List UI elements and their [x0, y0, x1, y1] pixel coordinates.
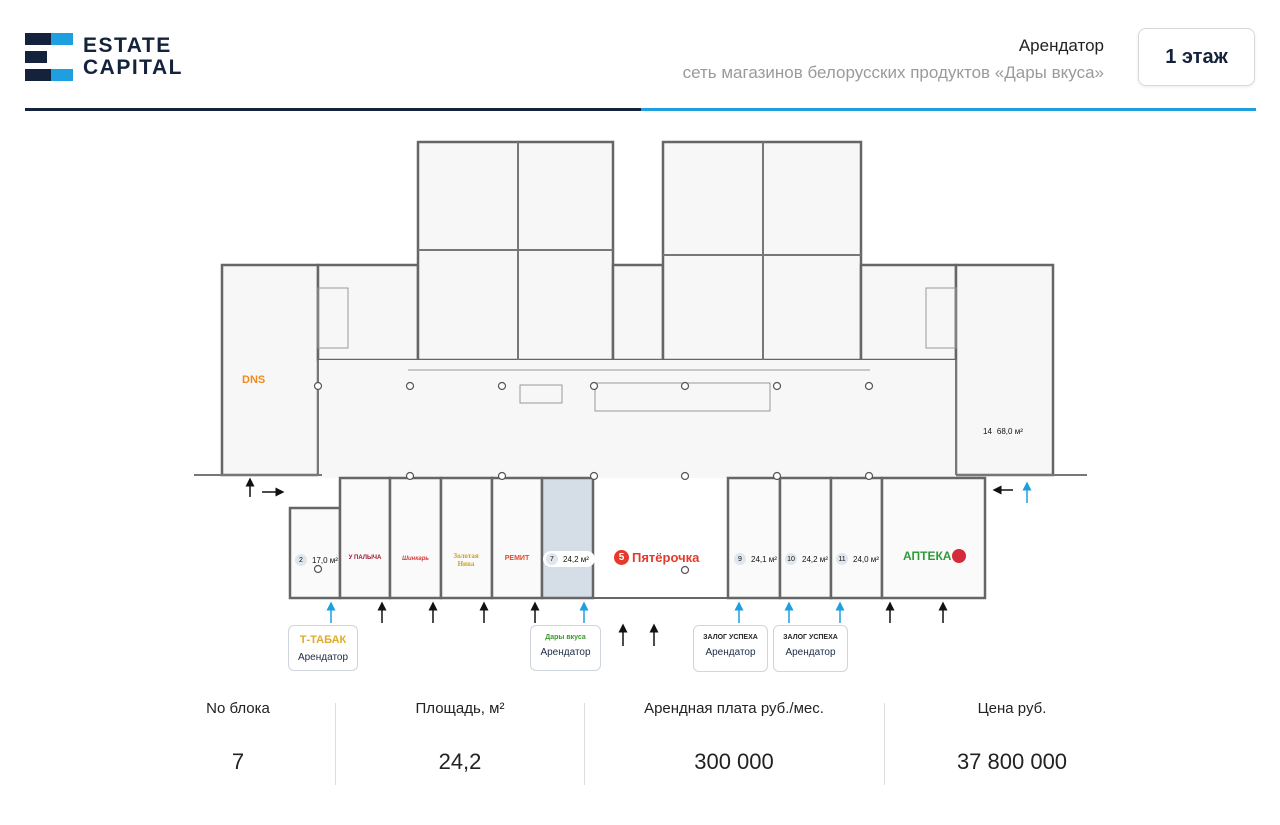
block-area: 24,1 м² — [751, 554, 777, 564]
tenant-card-label: Арендатор — [540, 647, 591, 658]
block-area: 24,0 м² — [853, 554, 879, 564]
tenant-card-brand: ЗАЛОГ УСПЕХА — [703, 634, 758, 641]
tenant-name: сеть магазинов белорусских продуктов «Да… — [682, 63, 1104, 82]
block-7-selected[interactable] — [540, 476, 595, 600]
logo-text: ESTATE CAPITAL — [83, 35, 183, 79]
summary-rent: Арендная плата руб./мес. 300 000 — [614, 700, 854, 775]
block-area: 24,2 м² — [563, 554, 589, 564]
block-number: 14 — [983, 427, 992, 436]
block-number: 10 — [785, 553, 797, 565]
tenant-card-dary-vkusa[interactable]: Дары вкуса Арендатор — [530, 625, 601, 671]
column-divider — [884, 703, 885, 785]
logo-line-2: CAPITAL — [83, 56, 183, 79]
entrance-arrow-icons — [245, 477, 1013, 646]
block-11-label[interactable]: 11 24,0 м² — [833, 551, 885, 567]
header-divider-dark — [25, 108, 641, 111]
block-area: 68,0 м² — [996, 427, 1023, 436]
tenant-card-zalog-uspekha-1[interactable]: ЗАЛОГ УСПЕХА Арендатор — [693, 625, 768, 672]
stair-room-right — [859, 263, 958, 362]
block-area: 24,2 м² — [802, 554, 828, 564]
tenant-card-brand: ЗАЛОГ УСПЕХА — [783, 634, 838, 641]
dns-area[interactable] — [220, 263, 320, 477]
block-2-label[interactable]: 2 17,0 м² — [292, 552, 344, 568]
tenant-card-brand: Дары вкуса — [545, 634, 586, 641]
zolotaya-niva-store[interactable] — [439, 476, 494, 600]
block-number: 11 — [836, 553, 848, 565]
column-divider — [335, 703, 336, 785]
tenant-card-label: Арендатор — [705, 647, 756, 658]
apteka-logo: АПТЕКА — [903, 549, 967, 563]
column-value: 24,2 — [438, 749, 482, 774]
summary-block-number: No блока 7 — [118, 700, 358, 775]
logo-mark-icon — [25, 33, 73, 81]
logo[interactable]: ESTATE CAPITAL — [25, 33, 183, 81]
column-value: 7 — [231, 749, 245, 774]
block-14[interactable] — [954, 263, 1055, 477]
column-header: Площадь, м² — [415, 700, 505, 717]
block-9[interactable] — [726, 476, 782, 600]
restroom — [611, 263, 665, 362]
tenant-card-t-tabak[interactable]: Т-ТАБАК Арендатор — [288, 625, 358, 671]
column-header: Арендная плата руб./мес. — [644, 700, 824, 717]
block-number: 9 — [734, 553, 746, 565]
u-palycha-store[interactable] — [338, 476, 392, 600]
logo-line-1: ESTATE — [83, 34, 172, 57]
tenant-info: Арендатор сеть магазинов белорусских про… — [683, 36, 1104, 83]
column-divider — [584, 703, 585, 785]
stair-room-left — [316, 263, 420, 362]
summary-area: Площадь, м² 24,2 — [340, 700, 580, 775]
column-header: Цена руб. — [977, 700, 1047, 717]
header-divider-blue — [641, 108, 1256, 111]
tenant-arrow-icons — [326, 481, 1032, 623]
tenant-card-label: Арендатор — [785, 647, 836, 658]
shinkar-logo: Шинкарь — [402, 556, 429, 562]
column-header: No блока — [206, 700, 270, 717]
block-2[interactable] — [288, 506, 342, 600]
block-area: 17,0 м² — [312, 555, 338, 565]
zolotaya-niva-logo: Золотая Нива — [453, 552, 479, 568]
pyaterochka-5-icon: 5 — [614, 550, 629, 565]
tenant-label: Арендатор — [1018, 36, 1104, 55]
pyaterochka-name: Пятёрочка — [632, 550, 700, 565]
block-number: 7 — [546, 553, 558, 565]
column-value: 37 800 000 — [956, 749, 1068, 774]
pyaterochka-logo: 5 Пятёрочка — [614, 550, 699, 565]
tenant-card-zalog-uspekha-2[interactable]: ЗАЛОГ УСПЕХА Арендатор — [773, 625, 848, 672]
corridor — [318, 360, 956, 478]
column-value: 300 000 — [694, 749, 774, 774]
block-number: 2 — [295, 554, 307, 566]
block-9-label[interactable]: 9 24,1 м² — [731, 551, 783, 567]
block-11[interactable] — [829, 476, 884, 600]
remit-logo: РЕМИТ — [504, 555, 530, 562]
dns-logo: DNS — [242, 374, 266, 386]
floor-button[interactable]: 1 этаж — [1138, 28, 1255, 86]
block-14-label[interactable]: 14 68,0 м² — [980, 425, 1029, 438]
tenant-card-brand: Т-ТАБАК — [299, 634, 347, 646]
apteka-name: АПТЕКА — [903, 549, 952, 563]
summary-price: Цена руб. 37 800 000 — [892, 700, 1132, 775]
block-10[interactable] — [778, 476, 833, 600]
apteka-badge-icon — [952, 549, 967, 563]
block-10-label[interactable]: 10 24,2 м² — [782, 551, 834, 567]
shinkar-store[interactable] — [388, 476, 443, 600]
tenant-card-label: Арендатор — [297, 652, 349, 663]
u-palycha-logo: У ПАЛЫЧА — [348, 555, 382, 561]
remit-store[interactable] — [490, 476, 544, 600]
block-7-label[interactable]: 7 24,2 м² — [543, 551, 595, 567]
apteka-store[interactable] — [880, 476, 987, 600]
